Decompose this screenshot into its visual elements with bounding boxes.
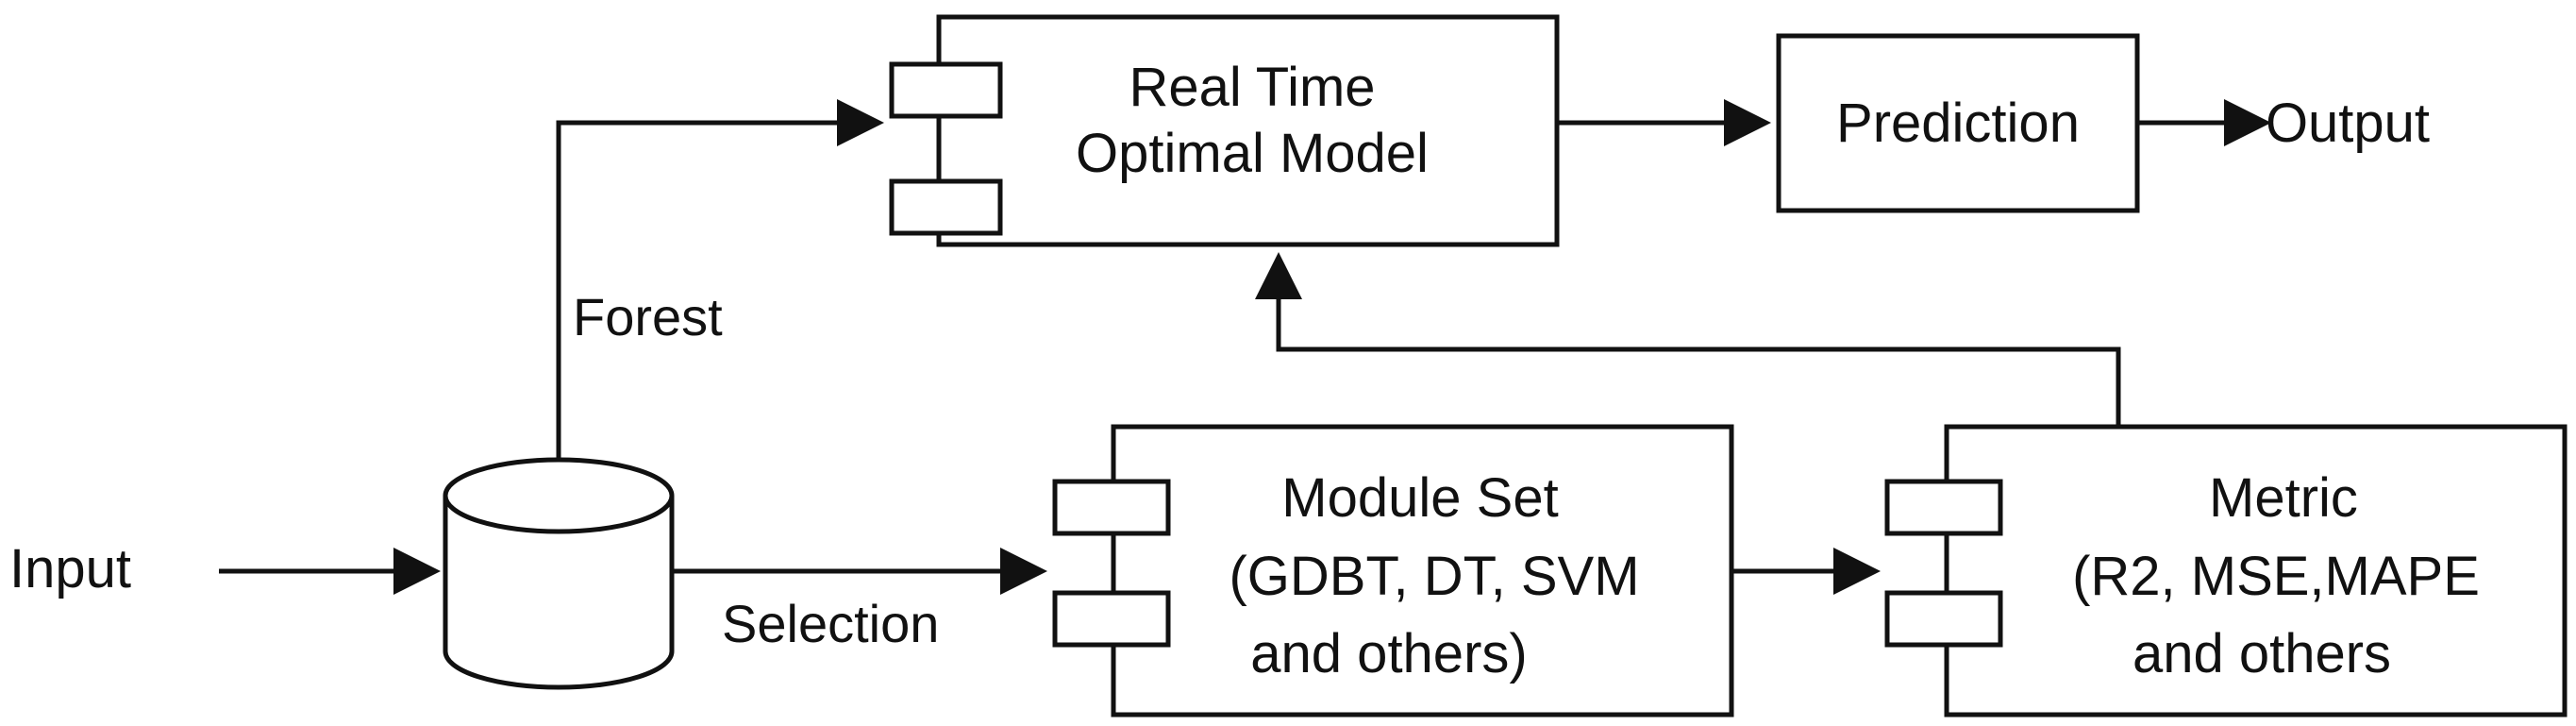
module-set-label-line2: (GDBT, DT, SVM (1229, 546, 1639, 607)
component-port-top (1884, 479, 2003, 536)
metric-component: Metric (R2, MSE,MAPE and others (1884, 424, 2568, 718)
module-set-label-line1: Module Set (1281, 467, 1558, 529)
metric-label-line2: (R2, MSE,MAPE (2072, 546, 2480, 607)
edges (219, 99, 2271, 595)
component-port-top (1052, 479, 1171, 536)
real-time-model-label-line2: Optimal Model (1076, 123, 1429, 184)
prediction-box (1776, 33, 2140, 213)
component-port-top (889, 61, 1003, 119)
module-set-box (1111, 424, 1734, 718)
edge-metric-feedback (1255, 252, 2121, 427)
database-cylinder-icon (443, 457, 675, 690)
prediction-node: Prediction (1776, 33, 2140, 213)
metric-label-line1: Metric (2209, 467, 2358, 529)
metric-label-line3: and others (2133, 623, 2391, 684)
component-port-bottom (1884, 590, 2003, 648)
database-cylinder-top (443, 457, 675, 534)
selection-edge-label: Selection (722, 594, 939, 653)
output-label: Output (2266, 93, 2430, 154)
real-time-optimal-model-component: Real Time Optimal Model (889, 14, 1560, 247)
module-set-label-line3: and others) (1250, 623, 1527, 684)
component-port-bottom (1052, 590, 1171, 648)
real-time-optimal-model-box (936, 14, 1560, 247)
input-label: Input (9, 538, 131, 599)
database-cylinder-body (443, 496, 675, 690)
prediction-label: Prediction (1836, 93, 2080, 154)
real-time-model-label-line1: Real Time (1129, 57, 1375, 118)
metric-box (1944, 424, 2568, 718)
edge-forest (556, 99, 884, 460)
module-set-component: Module Set (GDBT, DT, SVM and others) (1052, 424, 1734, 718)
component-port-bottom (889, 178, 1003, 236)
forest-edge-label: Forest (573, 287, 723, 346)
